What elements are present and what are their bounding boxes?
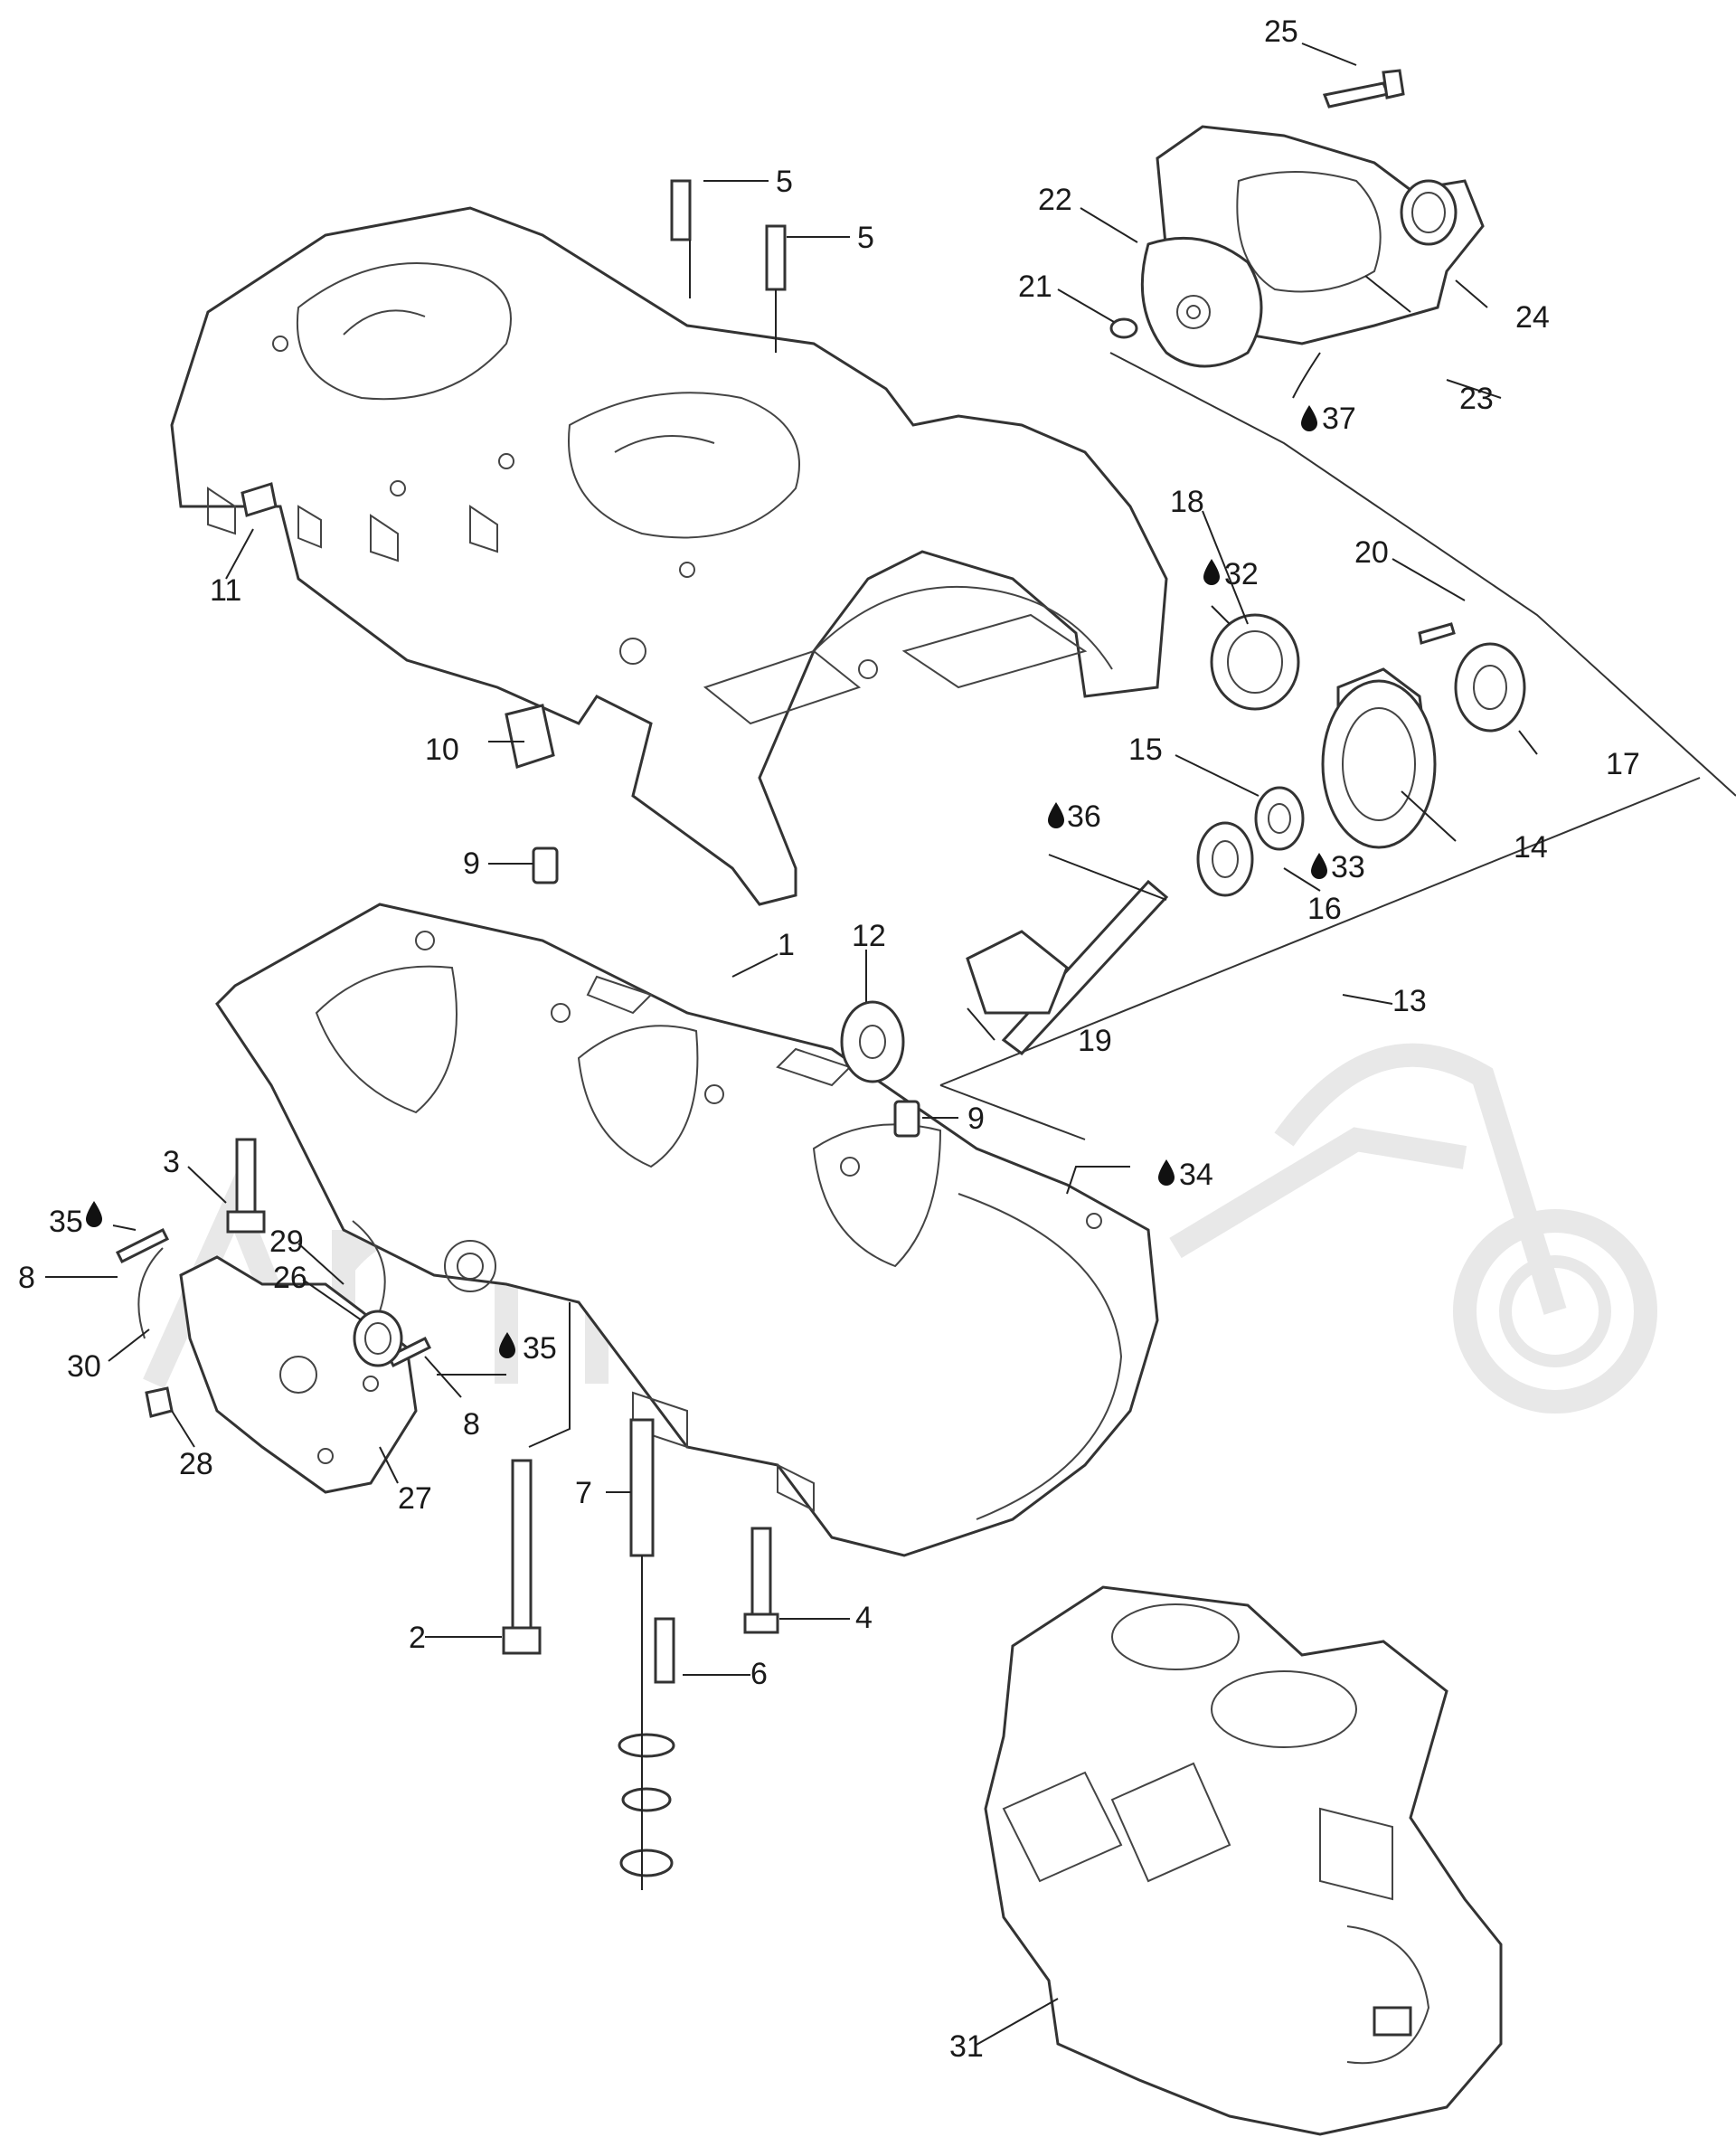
part-label-1: 1: [778, 928, 795, 962]
part-label-4: 4: [855, 1601, 873, 1635]
part-label-23: 23: [1459, 382, 1494, 416]
part-label-36: 36: [1067, 799, 1101, 834]
drive-shaft-group: [840, 613, 1701, 1140]
oil-pump-group: [115, 1220, 432, 1494]
oil-drop-icon: [499, 1332, 515, 1358]
part-label-30: 30: [67, 1349, 101, 1384]
part-label-20: 20: [1354, 535, 1389, 570]
part-label-28: 28: [179, 1447, 213, 1481]
part-label-34: 34: [1179, 1158, 1213, 1192]
part-label-6: 6: [750, 1657, 768, 1691]
part-label-27: 27: [398, 1481, 432, 1516]
part-labels: 25 22 21 24 23 37 5 5 11 18 32 20 10 15 …: [18, 14, 1640, 2064]
part-label-16: 16: [1307, 892, 1342, 926]
part-label-24: 24: [1515, 300, 1550, 335]
part-label-3: 3: [163, 1145, 180, 1179]
upper-crankcase: [170, 206, 1168, 906]
part-label-21: 21: [1018, 270, 1052, 304]
part-label-9a: 9: [463, 846, 480, 881]
part-label-29: 29: [269, 1225, 304, 1259]
part-label-15: 15: [1128, 733, 1163, 767]
part-label-17: 17: [1606, 747, 1640, 781]
oil-drop-icon: [1048, 802, 1064, 828]
part-label-25: 25: [1264, 14, 1298, 49]
part-label-33: 33: [1331, 850, 1365, 884]
part-label-19: 19: [1078, 1024, 1112, 1058]
part-label-18: 18: [1170, 485, 1204, 519]
complete-engine-assembly: [984, 1585, 1503, 2136]
oil-drop-icon: [1158, 1159, 1175, 1186]
oil-drop-icons: [86, 405, 1327, 1358]
part-label-8a: 8: [18, 1261, 35, 1295]
part-label-26: 26: [273, 1261, 307, 1295]
oil-drop-icon: [1311, 853, 1327, 879]
part-label-37: 37: [1322, 402, 1356, 436]
lower-crankcase: [215, 903, 1159, 1557]
part-label-12: 12: [852, 919, 886, 953]
part-label-32: 32: [1224, 557, 1259, 591]
part-label-7: 7: [575, 1476, 592, 1510]
part-label-35b: 35: [523, 1331, 557, 1366]
part-label-31: 31: [949, 2029, 984, 2064]
oil-drop-icon: [1301, 405, 1317, 431]
part-label-9b: 9: [967, 1102, 985, 1136]
oil-drop-icon: [1203, 559, 1220, 585]
part-label-22: 22: [1038, 183, 1072, 217]
part-label-2: 2: [409, 1621, 426, 1655]
part-label-10: 10: [425, 733, 459, 767]
part-label-13: 13: [1392, 984, 1427, 1018]
part-label-35a: 35: [49, 1205, 83, 1239]
part-label-5a: 5: [776, 165, 793, 199]
oil-drop-icon: [86, 1201, 102, 1227]
part-label-14: 14: [1514, 830, 1548, 865]
part-label-5b: 5: [857, 221, 874, 255]
part-label-8b: 8: [463, 1407, 480, 1442]
pump-cover-assembly: [1109, 69, 1736, 797]
part-label-11: 11: [210, 573, 241, 608]
fasteners: [226, 179, 920, 1890]
leader-lines: [45, 43, 1538, 2047]
